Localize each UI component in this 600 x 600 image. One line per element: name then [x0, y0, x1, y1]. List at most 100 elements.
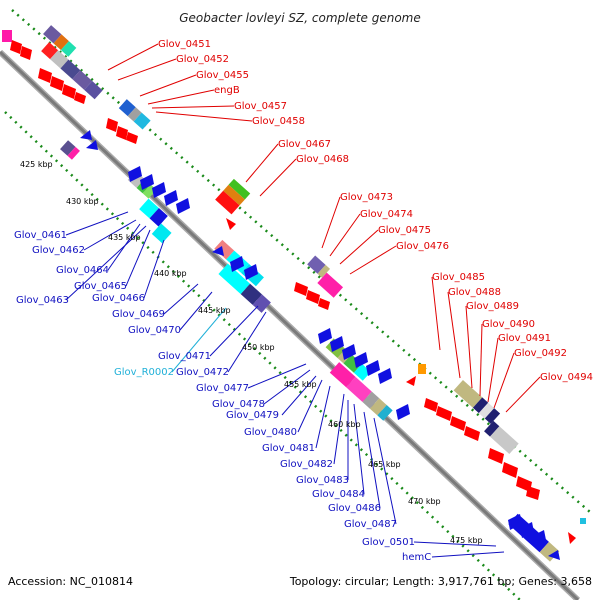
gene-arrow[interactable]: [164, 190, 178, 206]
gene-label[interactable]: Glov_0463: [16, 295, 69, 306]
gene-arrow[interactable]: [342, 344, 356, 360]
gene-arrow[interactable]: [38, 68, 52, 83]
gene-arrow[interactable]: [126, 132, 138, 144]
gene-label[interactable]: Glov_0451: [158, 39, 211, 50]
gene-label[interactable]: Glov_0474: [360, 209, 413, 220]
gene-label[interactable]: Glov_0471: [158, 351, 211, 362]
gene-arrow[interactable]: [502, 462, 518, 478]
gene-arrow[interactable]: [396, 404, 410, 420]
gene-arrow[interactable]: [116, 126, 128, 140]
gene-label[interactable]: Glov_0472: [176, 367, 229, 378]
gene-block[interactable]: [489, 426, 519, 455]
gene-arrow[interactable]: [318, 328, 332, 344]
gene-block[interactable]: [369, 398, 387, 416]
gene-block[interactable]: [139, 198, 159, 219]
gene-block[interactable]: [53, 34, 69, 51]
gene-block[interactable]: [214, 239, 235, 260]
gene-label[interactable]: Glov_0465: [74, 281, 127, 292]
gene-label[interactable]: Glov_0490: [482, 319, 535, 330]
gene-arrow[interactable]: [488, 448, 504, 464]
gene-arrow[interactable]: [140, 174, 154, 190]
gene-label[interactable]: Glov_0484: [312, 489, 365, 500]
gene-label[interactable]: Glov_0478: [212, 399, 265, 410]
gene-block[interactable]: [50, 50, 69, 69]
gene-label[interactable]: engB: [214, 85, 240, 96]
gene-label[interactable]: Glov_0479: [226, 410, 279, 421]
gene-label[interactable]: Glov_0476: [396, 241, 449, 252]
gene-label[interactable]: Glov_0482: [280, 459, 333, 470]
gene-arrow[interactable]: [74, 92, 86, 104]
gene-block[interactable]: [118, 99, 136, 117]
gene-block[interactable]: [343, 354, 362, 373]
gene-block[interactable]: [362, 391, 380, 409]
gene-block[interactable]: [240, 283, 262, 305]
gene-block[interactable]: [478, 402, 495, 419]
gene-label[interactable]: Glov_0455: [196, 70, 249, 81]
gene-label[interactable]: Glov_0485: [432, 272, 485, 283]
gene-block[interactable]: [60, 140, 76, 156]
gene-arrow[interactable]: [62, 84, 76, 99]
gene-block[interactable]: [218, 263, 251, 295]
gene-label[interactable]: Glov_0491: [498, 333, 551, 344]
gene-label[interactable]: Glov_0469: [112, 309, 165, 320]
gene-label[interactable]: Glov_0464: [56, 265, 109, 276]
gene-label[interactable]: Glov_0457: [234, 101, 287, 112]
gene-arrow[interactable]: [226, 218, 236, 230]
gene-label[interactable]: Glov_0466: [92, 293, 145, 304]
gene-block[interactable]: [133, 112, 151, 130]
gene-block[interactable]: [60, 41, 77, 57]
gene-block[interactable]: [377, 404, 393, 421]
gene-arrow[interactable]: [80, 130, 92, 140]
gene-block[interactable]: [60, 59, 81, 80]
gene-label[interactable]: hemC: [402, 552, 431, 563]
gene-block[interactable]: [228, 178, 251, 200]
gene-block[interactable]: [484, 420, 500, 437]
gene-block[interactable]: [43, 25, 62, 44]
gene-block[interactable]: [580, 518, 586, 524]
gene-block[interactable]: [151, 223, 172, 244]
gene-block[interactable]: [484, 408, 501, 424]
gene-arrow[interactable]: [464, 426, 480, 441]
gene-block[interactable]: [317, 264, 331, 278]
gene-block[interactable]: [307, 255, 326, 274]
gene-label[interactable]: Glov_0477: [196, 383, 249, 394]
gene-label[interactable]: Glov_0473: [340, 192, 393, 203]
gene-block[interactable]: [67, 146, 80, 160]
gene-arrow[interactable]: [86, 140, 98, 150]
gene-block[interactable]: [346, 376, 372, 403]
gene-label[interactable]: Glov_0487: [344, 519, 397, 530]
gene-block[interactable]: [149, 208, 168, 227]
gene-block[interactable]: [418, 364, 426, 374]
rna-label[interactable]: Glov_R0002: [114, 367, 174, 378]
gene-arrow[interactable]: [548, 550, 560, 560]
gene-block[interactable]: [317, 272, 344, 298]
gene-arrow[interactable]: [106, 118, 118, 132]
gene-block[interactable]: [472, 397, 489, 414]
gene-label[interactable]: Glov_0483: [296, 475, 349, 486]
gene-label[interactable]: Glov_0480: [244, 427, 297, 438]
gene-label[interactable]: Glov_0467: [278, 139, 331, 150]
gene-arrow[interactable]: [520, 522, 534, 538]
gene-arrow[interactable]: [406, 376, 416, 386]
gene-arrow[interactable]: [378, 368, 392, 384]
gene-arrow[interactable]: [306, 290, 320, 304]
gene-arrow[interactable]: [354, 352, 368, 368]
gene-arrow[interactable]: [128, 166, 142, 182]
gene-arrow[interactable]: [318, 298, 330, 310]
gene-block[interactable]: [72, 70, 93, 90]
gene-label[interactable]: Glov_0486: [328, 503, 381, 514]
gene-label[interactable]: Glov_0494: [540, 372, 593, 383]
gene-label[interactable]: Glov_0468: [296, 154, 349, 165]
gene-arrow[interactable]: [152, 182, 166, 198]
gene-label[interactable]: Glov_0461: [14, 230, 67, 241]
gene-label[interactable]: Glov_0475: [378, 225, 431, 236]
gene-label[interactable]: Glov_0488: [448, 287, 501, 298]
gene-arrow[interactable]: [20, 46, 32, 60]
gene-block[interactable]: [453, 380, 483, 408]
gene-label[interactable]: Glov_0492: [514, 348, 567, 359]
gene-arrow[interactable]: [244, 264, 258, 280]
gene-arrow[interactable]: [450, 416, 466, 431]
gene-arrow[interactable]: [424, 398, 438, 412]
gene-block[interactable]: [41, 42, 59, 60]
gene-label[interactable]: Glov_0501: [362, 537, 415, 548]
